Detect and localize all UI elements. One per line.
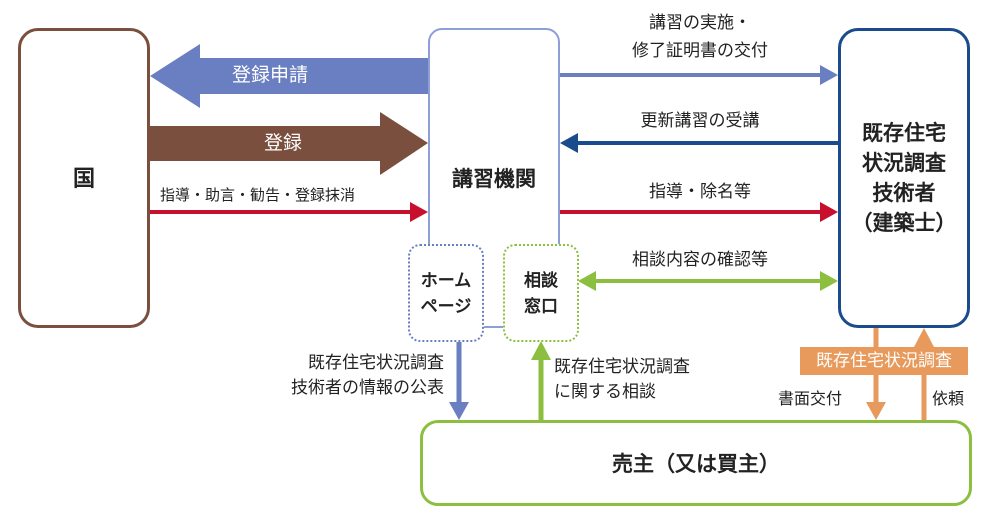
soudan-naiyou-head-left — [578, 271, 596, 291]
gijutsusha-label-1: 既存住宅 — [862, 121, 946, 145]
shomen-koufu-label: 書面交付 — [778, 389, 843, 408]
koshu-jisshi-label-2: 修了証明書の交付 — [632, 41, 768, 61]
gijutsusha-label-4: （建築士） — [851, 211, 957, 235]
irai-head — [914, 328, 934, 347]
shidou-kuni-head — [410, 202, 428, 222]
shidou-jomei-label: 指導・除名等 — [649, 182, 751, 202]
homepage-label-2: ページ — [420, 297, 472, 317]
homepage-node: ホーム ページ — [408, 244, 484, 342]
koshu-jisshi-label-1: 講習の実施・ — [649, 13, 751, 33]
urinushi-node: 売主（又は買主） — [420, 420, 972, 506]
gijutsusha-label-2: 状況調査 — [862, 151, 946, 175]
soudan-up-head — [531, 341, 551, 360]
soudan-label-2: 窓口 — [524, 297, 558, 317]
soudan-naiyou-label: 相談内容の確認等 — [632, 250, 768, 270]
kuni-node: 国 — [18, 28, 150, 328]
shomen-koufu-head — [866, 402, 886, 420]
kuni-label: 国 — [72, 167, 95, 192]
chousa-badge: 既存住宅状況調査 — [800, 347, 968, 375]
shidou-kuni-label: 指導・助言・勧告・登録抹消 — [160, 186, 356, 204]
touroku-shinsei-arrow — [150, 44, 428, 108]
homepage-label-1: ホーム — [420, 271, 472, 291]
koshu-jisshi-head — [820, 65, 838, 85]
touroku-arrow — [150, 112, 428, 175]
koshin-head — [560, 133, 578, 153]
kouhyou-head — [449, 402, 469, 420]
kouhyou-label-2: 技術者の情報の公表 — [291, 378, 444, 398]
urinushi-label: 売主（又は買主） — [612, 452, 780, 476]
gijutsusha-node: 既存住宅 状況調査 技術者 （建築士） — [838, 28, 970, 328]
touroku-label: 登録 — [264, 132, 303, 154]
koshu-kikan-label: 講習機関 — [452, 167, 536, 191]
kouhyou-label-1: 既存住宅状況調査 — [308, 353, 444, 373]
soudan-naiyou-head-right — [820, 271, 838, 291]
irai-label: 依頼 — [932, 389, 965, 408]
gijutsusha-label-3: 技術者 — [872, 181, 936, 205]
soudan-label-1: 相談 — [524, 271, 558, 291]
shidou-jomei-head — [820, 202, 838, 222]
soudan-edge-label-1: 既存住宅状況調査 — [554, 357, 690, 377]
koshin-jukou-label: 更新講習の受講 — [640, 111, 760, 131]
soudan-madoguchi-node: 相談 窓口 — [503, 244, 579, 342]
touroku-shinsei-label: 登録申請 — [232, 64, 309, 86]
soudan-edge-label-2: に関する相談 — [554, 382, 656, 402]
